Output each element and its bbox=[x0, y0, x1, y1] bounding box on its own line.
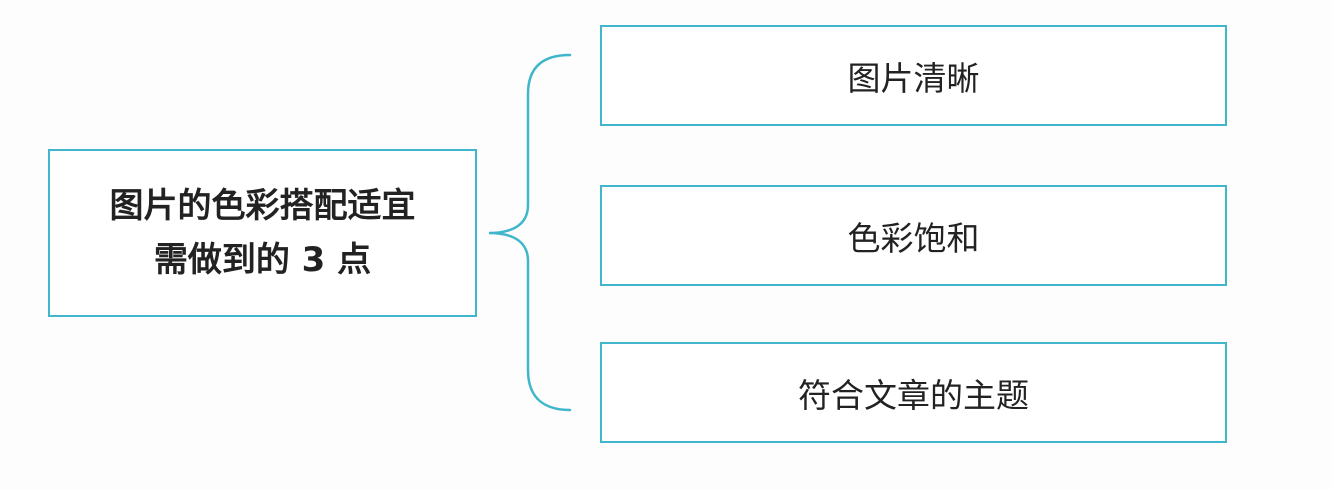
branch-node-1-label: 图片清晰 bbox=[847, 58, 980, 98]
branch-node-2: 色彩饱和 bbox=[600, 185, 1227, 286]
branch-node-3: 符合文章的主题 bbox=[600, 342, 1227, 443]
branch-node-2-label: 色彩饱和 bbox=[847, 218, 980, 258]
root-node: 图片的色彩搭配适宜 需做到的 3 点 bbox=[48, 149, 477, 317]
root-node-line-1: 图片的色彩搭配适宜 bbox=[109, 186, 416, 226]
root-node-line-2: 需做到的 3 点 bbox=[153, 240, 372, 280]
branch-node-3-label: 符合文章的主题 bbox=[798, 375, 1029, 415]
branch-node-1: 图片清晰 bbox=[600, 25, 1227, 126]
brace-path bbox=[488, 53, 572, 412]
